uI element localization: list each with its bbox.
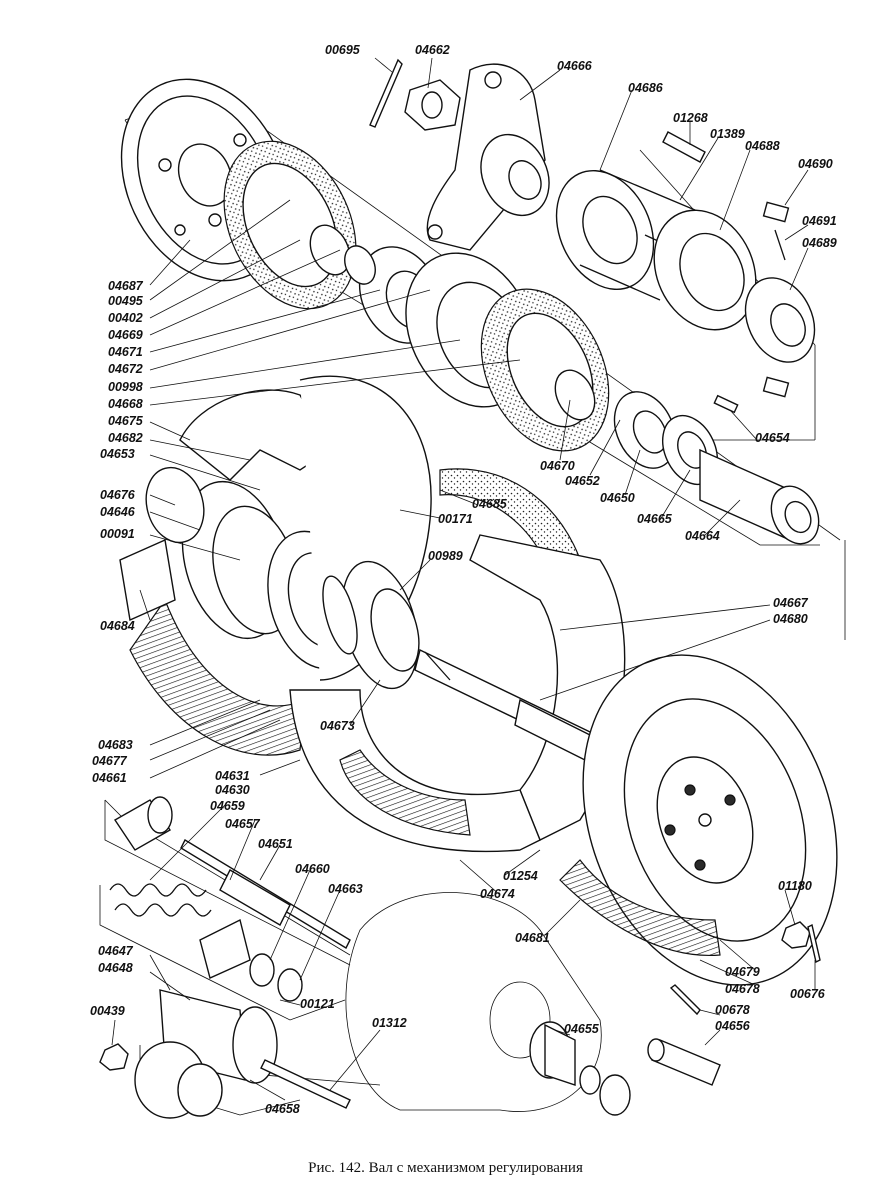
label-04670: 04670 bbox=[540, 459, 575, 473]
label-04666: 04666 bbox=[557, 59, 593, 73]
label-04682: 04682 bbox=[108, 431, 143, 445]
leader-lines bbox=[111, 57, 816, 1101]
label-04680: 04680 bbox=[773, 612, 808, 626]
label-04652: 04652 bbox=[565, 474, 600, 488]
label-04679: 04679 bbox=[725, 965, 760, 979]
label-04672: 04672 bbox=[108, 362, 143, 376]
label-04658: 04658 bbox=[265, 1102, 300, 1116]
label-00091: 00091 bbox=[100, 527, 135, 541]
friction-disc bbox=[223, 140, 357, 310]
label-04685: 04685 bbox=[472, 497, 508, 511]
spring-04657 bbox=[109, 883, 212, 917]
bearing-00989 bbox=[322, 560, 420, 690]
turbine-wheel bbox=[559, 654, 838, 986]
label-04665: 04665 bbox=[637, 512, 673, 526]
label-00989: 00989 bbox=[428, 549, 463, 563]
label-04661: 04661 bbox=[92, 771, 127, 785]
label-00678: 00678 bbox=[715, 1003, 750, 1017]
figure-caption: Рис. 142. Вал с механизмом регулирования bbox=[308, 1160, 583, 1176]
label-04687: 04687 bbox=[108, 279, 144, 293]
label-00439: 00439 bbox=[90, 1004, 125, 1018]
label-04688: 04688 bbox=[745, 139, 780, 153]
sleeve-04660 bbox=[199, 918, 303, 1002]
label-04663: 04663 bbox=[328, 882, 363, 896]
label-04630: 04630 bbox=[215, 783, 250, 797]
clutch-disc-04670 bbox=[480, 288, 610, 452]
label-04651: 04651 bbox=[258, 837, 293, 851]
label-04671: 04671 bbox=[108, 345, 143, 359]
cover-01312 bbox=[345, 892, 602, 1112]
label-00121: 00121 bbox=[300, 997, 335, 1011]
label-04678: 04678 bbox=[725, 982, 760, 996]
label-04667: 04667 bbox=[773, 596, 809, 610]
hub-04686 bbox=[555, 169, 711, 301]
label-04660: 04660 bbox=[295, 862, 330, 876]
label-04659: 04659 bbox=[210, 799, 245, 813]
label-04690: 04690 bbox=[798, 157, 833, 171]
cotter-pin-00678 bbox=[669, 984, 701, 1016]
label-04668: 04668 bbox=[108, 397, 143, 411]
label-04657: 04657 bbox=[225, 817, 261, 831]
label-01180: 01180 bbox=[778, 879, 812, 893]
label-04648: 04648 bbox=[98, 961, 133, 975]
label-04655: 04655 bbox=[564, 1022, 600, 1036]
gear-04652 bbox=[613, 391, 677, 469]
label-04656: 04656 bbox=[715, 1019, 751, 1033]
bushing-04659 bbox=[114, 796, 173, 851]
shaft-04664 bbox=[699, 448, 820, 545]
label-04691: 04691 bbox=[802, 214, 837, 228]
lower-half-housing-left bbox=[119, 538, 306, 756]
label-01312: 01312 bbox=[372, 1016, 407, 1030]
label-04675: 04675 bbox=[108, 414, 144, 428]
label-04677: 04677 bbox=[92, 754, 128, 768]
nut-04662 bbox=[404, 79, 461, 131]
label-01254: 01254 bbox=[503, 869, 538, 883]
label-00695: 00695 bbox=[325, 43, 361, 57]
exploded-assembly-drawing: 00695 04662 04666 04686 01268 01389 0468… bbox=[90, 43, 846, 1119]
cotter-pin-00676 bbox=[807, 923, 821, 964]
pin-04656 bbox=[647, 1038, 721, 1086]
cotter-pin-00695 bbox=[369, 58, 403, 128]
ring-04688 bbox=[653, 209, 757, 331]
label-01268: 01268 bbox=[673, 111, 708, 125]
block-lower bbox=[762, 376, 790, 398]
nut-01180 bbox=[781, 921, 811, 949]
spring-04691 bbox=[774, 229, 786, 261]
label-04686: 04686 bbox=[628, 81, 664, 95]
collar-04689 bbox=[744, 277, 816, 363]
bushing-04655 bbox=[529, 1021, 631, 1116]
label-04683: 04683 bbox=[98, 738, 133, 752]
label-00676: 00676 bbox=[790, 987, 826, 1001]
label-04631: 04631 bbox=[215, 769, 250, 783]
label-04653: 04653 bbox=[100, 447, 135, 461]
label-00171: 00171 bbox=[438, 512, 473, 526]
label-04689: 04689 bbox=[802, 236, 837, 250]
label-04681: 04681 bbox=[515, 931, 550, 945]
label-04654: 04654 bbox=[755, 431, 790, 445]
label-04684: 04684 bbox=[100, 619, 135, 633]
regulator-body bbox=[99, 989, 351, 1119]
part-labels: 00695 04662 04666 04686 01268 01389 0468… bbox=[90, 43, 837, 1116]
label-04647: 04647 bbox=[98, 944, 134, 958]
adjusting-screw-04651 bbox=[180, 839, 351, 949]
label-04664: 04664 bbox=[685, 529, 720, 543]
label-00495: 00495 bbox=[108, 294, 144, 308]
label-04646: 04646 bbox=[100, 505, 136, 519]
label-00998: 00998 bbox=[108, 380, 143, 394]
bracket-04666 bbox=[426, 63, 550, 251]
label-04676: 04676 bbox=[100, 488, 136, 502]
label-04662: 04662 bbox=[415, 43, 450, 57]
key-04654 bbox=[713, 394, 739, 414]
label-04650: 04650 bbox=[600, 491, 635, 505]
label-04669: 04669 bbox=[108, 328, 143, 342]
label-04674: 04674 bbox=[480, 887, 515, 901]
label-04673: 04673 bbox=[320, 719, 355, 733]
label-00402: 00402 bbox=[108, 311, 143, 325]
pin-01268 bbox=[662, 131, 706, 163]
label-01389: 01389 bbox=[710, 127, 745, 141]
block-04690 bbox=[762, 201, 790, 223]
